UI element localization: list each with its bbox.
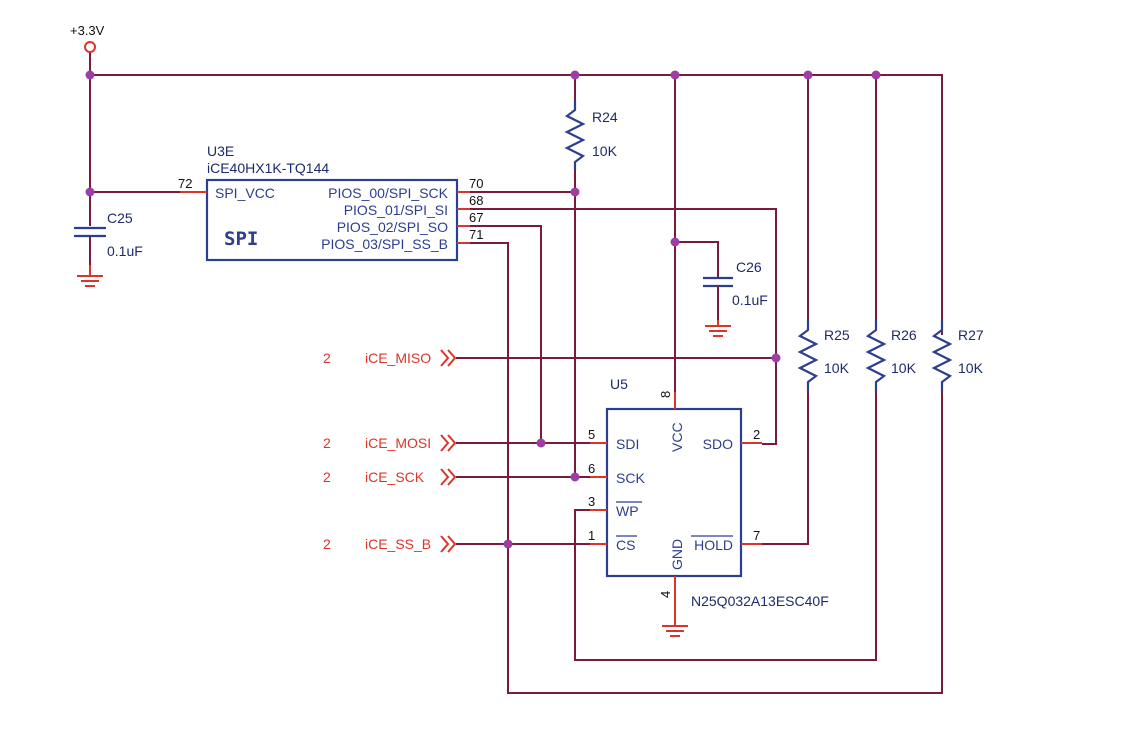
power-port-icon <box>84 41 96 53</box>
u5-pin-sdi-name: SDI <box>616 436 639 452</box>
net-mosi-sheet: 2 <box>323 435 331 451</box>
u5-pin-sck-name: SCK <box>616 470 645 486</box>
u5-pin-sdo-name: SDO <box>703 436 733 452</box>
u3-pin-68-num: 68 <box>469 193 483 208</box>
r24-ref: R24 <box>592 109 618 125</box>
u3-pin-68-name: PIOS_01/SPI_SI <box>344 202 448 218</box>
junction-dot <box>570 187 580 197</box>
resistor-r24: R24 10K <box>564 100 618 170</box>
r26-ref: R26 <box>891 327 917 343</box>
u5-pin-4-num: 4 <box>658 591 673 598</box>
port-arrow-icon <box>440 468 457 486</box>
junction-dot <box>85 70 95 80</box>
net-port-ice-miso: 2 iCE_MISO <box>323 349 457 367</box>
r27-ref: R27 <box>958 327 984 343</box>
u3e-part: iCE40HX1K-TQ144 <box>207 160 329 176</box>
junction-dot <box>536 438 546 448</box>
u5-pin-gnd-name: GND <box>669 539 685 570</box>
junction-dot <box>803 70 813 80</box>
ground-icon <box>77 265 103 287</box>
r25-value: 10K <box>824 360 850 376</box>
u5-pin-6-num: 6 <box>588 461 595 476</box>
u5-part: N25Q032A13ESC40F <box>691 593 829 609</box>
u5-pin-cs-name: CS <box>616 537 635 553</box>
r26-value: 10K <box>891 360 917 376</box>
resistor-r26: R26 10K <box>865 320 917 392</box>
u5-pin-wp-name: WP <box>616 503 639 519</box>
ground-icon <box>662 610 688 637</box>
u3-pin-71-num: 71 <box>469 227 483 242</box>
net-sck-sheet: 2 <box>323 469 331 485</box>
u3-pin-67-name: PIOS_02/SPI_SO <box>337 219 448 235</box>
net-sck-name: iCE_SCK <box>365 469 425 485</box>
port-arrow-icon <box>440 535 457 553</box>
port-arrow-icon <box>440 349 457 367</box>
u3-pin-71-name: PIOS_03/SPI_SS_B <box>321 236 448 252</box>
u3-block-label: SPI <box>224 228 258 250</box>
power-3v3-symbol: +3.3V <box>70 23 105 53</box>
u5-pin-vcc-name: VCC <box>669 422 685 452</box>
u5-pin-3-num: 3 <box>588 494 595 509</box>
wires <box>89 52 943 694</box>
net-port-ice-mosi: 2 iCE_MOSI <box>323 434 457 452</box>
r25-ref: R25 <box>824 327 850 343</box>
junctions <box>85 70 881 549</box>
u3e-ref: U3E <box>207 143 234 159</box>
c25-value: 0.1uF <box>107 243 143 259</box>
c26-value: 0.1uF <box>732 292 768 308</box>
junction-dot <box>570 70 580 80</box>
net-ssb-name: iCE_SS_B <box>365 536 431 552</box>
net-port-ice-ss-b: 2 iCE_SS_B <box>323 535 457 553</box>
c25-ref: C25 <box>107 210 133 226</box>
u5-pin-hold-name: HOLD <box>694 537 733 553</box>
junction-dot <box>771 353 781 363</box>
c26-ref: C26 <box>736 259 762 275</box>
r24-value: 10K <box>592 143 618 159</box>
junction-dot <box>85 187 95 197</box>
u3e-fpga-block: U3E iCE40HX1K-TQ144 72 SPI_VCC 70 PIOS_0… <box>178 143 483 262</box>
u5-pin-8-num: 8 <box>658 391 673 398</box>
ground-icon <box>705 320 731 337</box>
r27-value: 10K <box>958 360 984 376</box>
net-port-ice-sck: 2 iCE_SCK <box>323 468 457 486</box>
junction-dot <box>570 472 580 482</box>
net-miso-sheet: 2 <box>323 350 331 366</box>
u5-pin-2-num: 2 <box>753 427 760 442</box>
junction-dot <box>670 237 680 247</box>
u5-pin-5-num: 5 <box>588 427 595 442</box>
capacitor-c26: C26 0.1uF <box>703 259 768 308</box>
capacitor-c25: C25 0.1uF <box>74 210 143 259</box>
u5-pin-1-num: 1 <box>588 528 595 543</box>
u5-pin-7-num: 7 <box>753 528 760 543</box>
junction-dot <box>871 70 881 80</box>
net-miso-name: iCE_MISO <box>365 350 431 366</box>
u3-pin-70-name: PIOS_00/SPI_SCK <box>328 185 449 201</box>
net-mosi-name: iCE_MOSI <box>365 435 431 451</box>
resistor-r25: R25 10K <box>797 320 850 392</box>
resistor-r27: R27 10K <box>931 320 984 392</box>
u3-pin-72-name: SPI_VCC <box>215 185 275 201</box>
net-ssb-sheet: 2 <box>323 536 331 552</box>
u5-flash-chip: U5 8 5 6 3 1 2 7 4 VCC SDI SCK WP CS SDO… <box>588 376 829 610</box>
power-rail-label: +3.3V <box>70 23 105 38</box>
junction-dot <box>670 70 680 80</box>
port-arrow-icon <box>440 434 457 452</box>
u3-pin-67-num: 67 <box>469 210 483 225</box>
u3-pin-70-num: 70 <box>469 176 483 191</box>
junction-dot <box>503 539 513 549</box>
u3-pin-72-num: 72 <box>178 176 192 191</box>
u5-ref: U5 <box>610 376 628 392</box>
